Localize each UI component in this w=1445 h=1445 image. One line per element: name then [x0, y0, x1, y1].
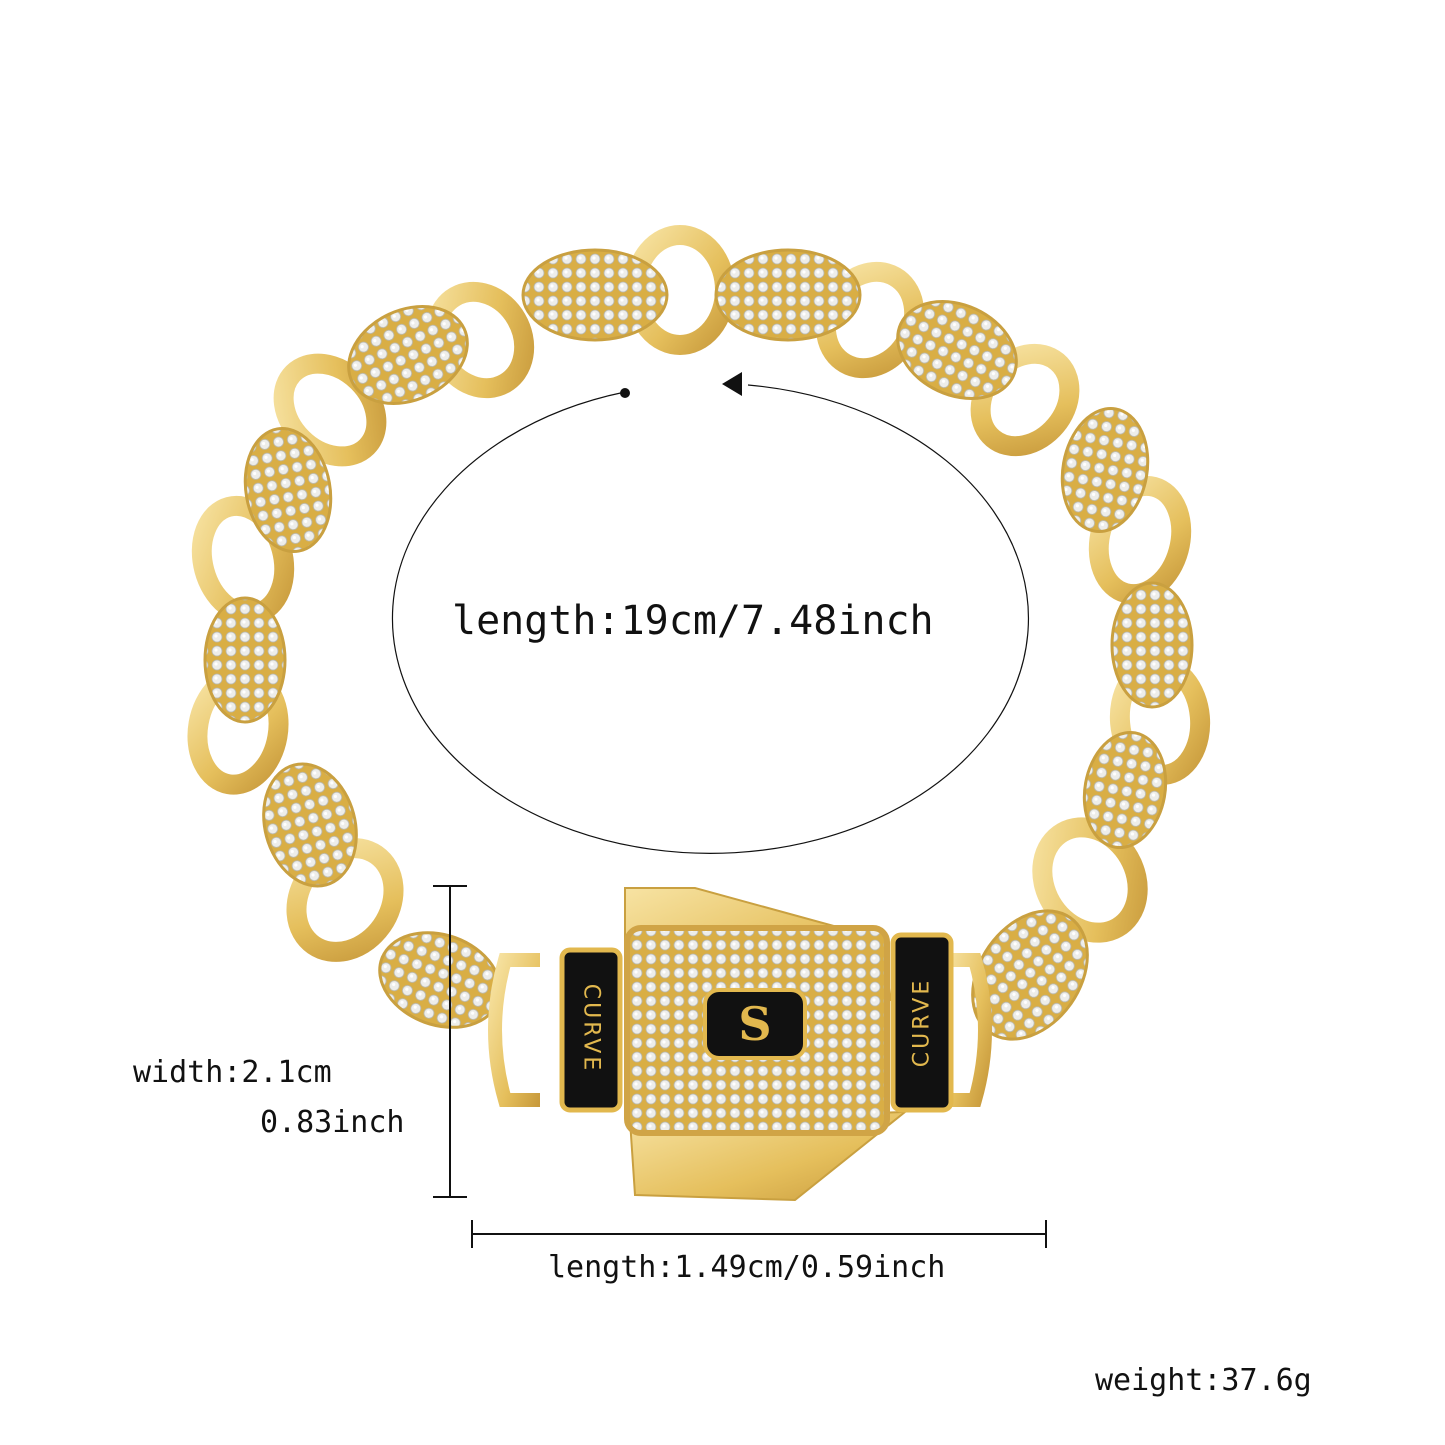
width-inch-label: 0.83inch [260, 1105, 405, 1140]
clasp-enamel-bands [559, 932, 954, 1113]
weight-label: weight:37.6g [1095, 1363, 1312, 1398]
arrow-head [722, 372, 742, 396]
bracelet-length-label: length:19cm/7.48inch [452, 598, 934, 644]
vertical-dimension-line-icon [433, 885, 467, 1198]
clasp-logo-icon: S [738, 997, 772, 1051]
width-cm-label: width:2.1cm [133, 1055, 332, 1090]
arrow-start-dot [620, 388, 630, 398]
horizontal-dimension-line-icon [471, 1220, 1047, 1248]
pave-links [203, 248, 1194, 1041]
circular-arrow-icon [391, 384, 1030, 854]
clasp-logo-plate [703, 988, 807, 1060]
clasp-length-label: length:1.49cm/0.59inch [548, 1250, 946, 1285]
